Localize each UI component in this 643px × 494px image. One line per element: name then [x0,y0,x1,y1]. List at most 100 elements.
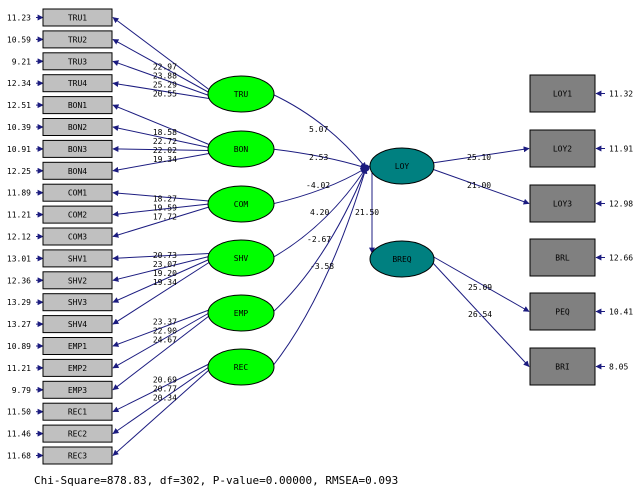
error-value-shv1: 13.01 [7,254,31,263]
loading-arrow-bon1 [112,104,210,145]
indicator-box-tru1 [42,8,113,27]
latent-label-emp: EMP [234,309,249,318]
indicator-label-com2: COM2 [68,211,87,220]
latent-label-rec: REC [234,363,249,372]
loading-value-bri: 26.54 [468,310,492,319]
loading-arrow-rec3 [112,369,210,456]
indicator-label-loy1: LOY1 [553,90,572,99]
loading-value-tru4: 20.55 [153,90,177,99]
error-value-loy2: 11.91 [609,145,633,154]
latent-tru [207,75,275,113]
error-value-emp1: 10.89 [7,342,31,351]
loading-value-tru1: 22.97 [153,62,177,71]
indicator-label-shv4: SHV4 [68,320,87,329]
diagram-nodes [42,8,596,465]
indicator-box-rec3 [42,446,113,465]
loading-value-rec3: 20.34 [153,393,177,402]
structural-path-emp-loy [271,167,367,314]
indicator-label-loy3: LOY3 [553,200,572,209]
loading-arrow-rec1 [112,363,210,413]
loading-arrow-tru2 [112,38,210,93]
indicator-box-peq [529,292,596,331]
indicator-label-tru2: TRU2 [68,35,87,44]
latent-label-com: COM [234,200,249,209]
path-lines [36,14,605,459]
indicator-box-emp1 [42,337,113,355]
indicator-label-shv2: SHV2 [68,276,87,285]
indicator-box-shv4 [42,315,113,334]
indicator-box-emp2 [42,358,113,377]
indicator-label-bon2: BON2 [68,123,87,132]
loading-value-bon4: 19.34 [153,155,177,164]
latent-label-shv: SHV [234,254,249,263]
loading-arrow-tru3 [112,60,210,96]
path-coef-com-loy: -4.02 [306,181,330,190]
latent-label-tru: TRU [234,90,249,99]
indicator-label-rec3: REC3 [68,452,87,461]
error-value-com1: 11.89 [7,189,31,198]
loading-arrow-shv3 [112,259,210,303]
loading-arrow-com2 [112,203,210,217]
indicator-box-emp3 [42,380,113,399]
indicator-box-shv3 [42,293,113,312]
error-value-tru1: 11.23 [7,14,31,23]
loading-value-emp1: 23.37 [153,318,177,327]
error-value-shv4: 13.27 [7,320,31,329]
loading-arrow-com1 [112,190,210,202]
indicator-label-bri: BRI [555,363,570,372]
indicator-box-bon2 [42,118,113,136]
latent-label-breq: BREQ [392,255,411,264]
loading-arrow-emp3 [112,315,210,391]
indicator-box-shv1 [42,249,113,268]
loading-arrow-rec2 [112,366,210,435]
structural-path-rec-loy [271,167,368,368]
error-value-tru3: 9.21 [12,57,31,66]
error-value-peq: 10.41 [609,308,633,317]
loading-value-shv3: 19.20 [153,269,177,278]
loading-value-emp3: 24.67 [153,336,177,345]
error-value-shv3: 13.29 [7,298,31,307]
diagram-labels: TRU111.23TRU210.59TRU39.21TRU412.34BON11… [7,14,633,461]
indicator-label-tru3: TRU3 [68,57,87,66]
loading-arrow-com3 [112,206,210,238]
error-value-brl: 12.66 [609,254,633,263]
loading-value-shv4: 19.34 [153,278,177,287]
loading-value-bon3: 22.02 [153,146,177,155]
indicator-box-rec1 [42,402,113,421]
structural-path-shv-loy [271,167,367,259]
indicator-label-bon3: BON3 [68,145,87,154]
error-value-com3: 12.12 [7,233,31,242]
loading-value-loy3: 21.00 [467,181,491,190]
indicator-box-com3 [42,227,113,246]
error-value-bon4: 12.25 [7,167,31,176]
loading-arrow-bon2 [112,125,210,148]
indicator-box-tru4 [42,74,113,93]
structural-path-com-loy [271,167,367,205]
latent-com [207,185,275,223]
error-value-tru4: 12.34 [7,79,31,88]
indicator-box-rec2 [42,424,113,443]
path-hub-node [362,164,370,172]
loading-arrow-loy2 [431,146,530,164]
path-coef-tru-loy: 5.07 [309,125,328,134]
indicator-label-com3: COM3 [68,233,87,242]
loading-value-bon1: 18.58 [153,128,177,137]
indicator-label-tru1: TRU1 [68,14,87,23]
loading-value-rec1: 20.69 [153,375,177,384]
loading-value-bon2: 22.72 [153,137,177,146]
error-value-bon1: 12.51 [7,101,31,110]
path-coef-rec-loy: -3.58 [310,262,334,271]
structural-path-bon-loy [271,148,367,170]
loading-value-tru3: 25.29 [153,81,177,90]
indicator-label-loy2: LOY2 [553,145,572,154]
indicator-box-com1 [42,183,113,202]
error-value-loy3: 12.98 [609,200,633,209]
indicator-label-shv1: SHV1 [68,254,87,263]
loading-value-loy2: 25.10 [467,153,491,162]
loading-arrow-shv2 [112,256,210,282]
indicator-label-bon4: BON4 [68,167,87,176]
indicator-box-tru3 [42,52,113,71]
path-coef-shv-loy: 4.20 [310,208,329,217]
latent-breq [369,240,435,278]
error-value-bon3: 10.91 [7,145,31,154]
